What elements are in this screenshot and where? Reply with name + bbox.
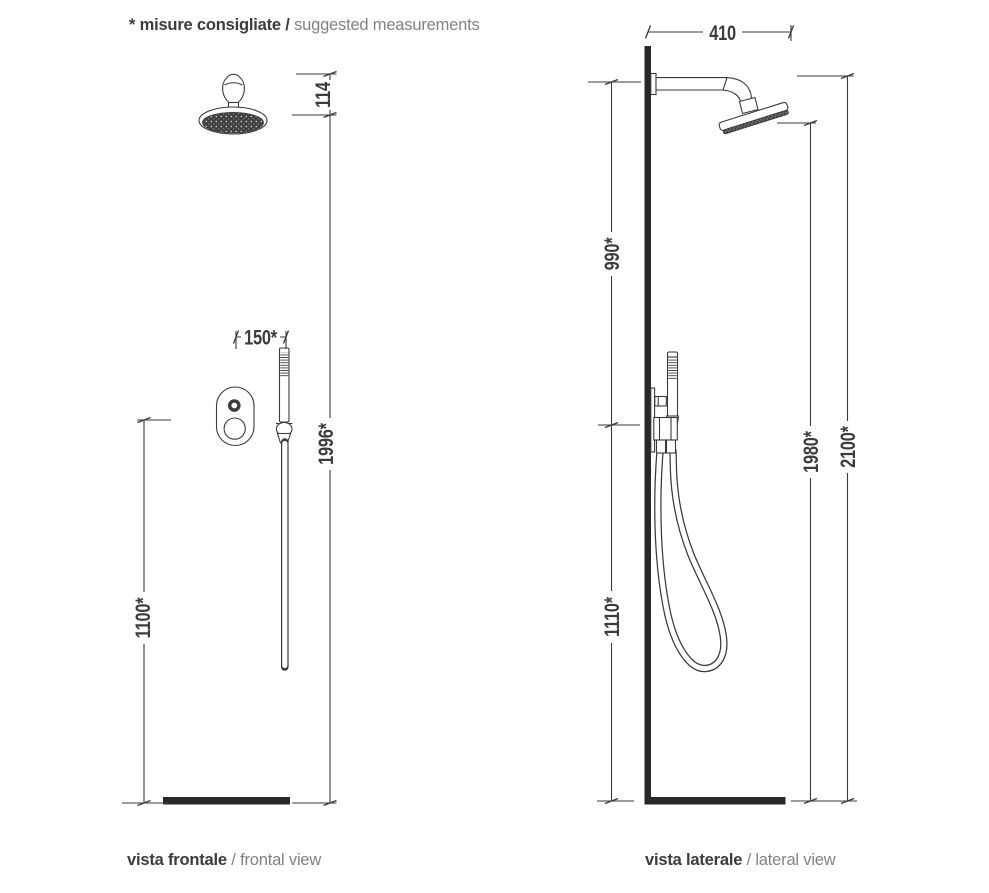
label-backing <box>312 80 333 110</box>
note-light-text: suggested measurements <box>294 16 480 34</box>
floor-lateral <box>644 797 786 805</box>
label-backing <box>601 232 622 276</box>
label-backing <box>241 328 280 346</box>
head-arm-seam <box>224 82 243 86</box>
lateral-caption-bold: vista laterale <box>645 851 743 869</box>
hose-outlet-1 <box>655 439 667 454</box>
mixer-handle-side <box>654 395 667 407</box>
hose-outlet-2 <box>665 439 677 454</box>
label-backing <box>703 24 742 41</box>
tick <box>803 119 818 127</box>
head-face-side <box>722 109 789 135</box>
dim-2100-label: 2100* <box>836 425 859 467</box>
mixer-lateral <box>650 387 678 454</box>
tick <box>787 25 795 39</box>
hand-shower-grip-front <box>280 352 289 377</box>
tick <box>323 70 337 78</box>
label-backing <box>837 421 858 473</box>
arm-joint-line <box>722 77 728 91</box>
dim-lateral-1980: 1980* <box>777 119 822 805</box>
head-arm-bulb <box>222 73 245 104</box>
dim-410-label: 410 <box>709 21 736 44</box>
label-backing <box>315 418 336 470</box>
frontal-caption-bold: vista frontale <box>127 851 227 869</box>
dim-lateral-left: 990* 1110* <box>588 78 641 805</box>
lateral-caption-light: / lateral view <box>746 851 836 869</box>
note-bold-text: * misure consigliate / <box>129 16 290 34</box>
dim-1100-label: 1100* <box>131 597 154 639</box>
hose-lateral-core <box>655 448 727 671</box>
dim-990-label: 990* <box>600 237 623 271</box>
arm-tube <box>655 77 753 105</box>
tick <box>137 799 151 807</box>
dim-150-label: 150* <box>244 325 278 348</box>
head-connector-nut <box>738 96 759 115</box>
hand-shower-front <box>275 347 293 444</box>
tick <box>282 330 290 344</box>
shower-arm-lateral <box>650 72 759 115</box>
rain-shower-head-lateral <box>718 101 789 135</box>
frontal-view: 114 1996* 1100* <box>122 70 337 807</box>
lateral-view: 410 990* 1110* <box>588 21 859 805</box>
mixer-body-side <box>653 416 678 441</box>
tick <box>323 799 337 807</box>
dim-1110-label: 1110* <box>600 596 623 637</box>
note-suggested-measurements: * misure consigliate / suggested measure… <box>129 16 480 35</box>
tick <box>137 416 151 424</box>
label-backing <box>132 592 153 644</box>
tick <box>604 421 619 429</box>
tick <box>604 797 619 805</box>
tick <box>232 330 240 344</box>
tick <box>840 72 855 80</box>
dim-front-left: 1100* <box>122 416 171 807</box>
dim-1996-label: 1996* <box>314 422 337 464</box>
tick <box>840 797 855 805</box>
head-nozzle-face <box>202 112 264 134</box>
frontal-view-caption: vista frontale / frontal view <box>127 851 321 870</box>
mixer-knob <box>223 417 246 440</box>
mixer-diverter-ring <box>227 399 241 412</box>
tick <box>644 25 652 39</box>
dim-front-right: 114 1996* <box>292 70 337 807</box>
label-backing <box>601 591 622 643</box>
dim-front-150: 150* <box>232 325 290 349</box>
dim-114-label: 114 <box>311 81 334 107</box>
mixer-plate-front <box>215 386 255 447</box>
label-backing <box>800 426 821 478</box>
dim-1980-label: 1980* <box>799 430 822 472</box>
rain-shower-head-front <box>198 73 268 135</box>
lateral-view-caption: vista laterale / lateral view <box>645 851 836 870</box>
frontal-caption-light: / frontal view <box>231 851 322 869</box>
floor-front <box>163 797 290 805</box>
tick <box>323 111 337 119</box>
dim-lateral-410: 410 <box>644 21 795 44</box>
tick <box>604 78 619 86</box>
arm-wall-flange <box>650 72 657 96</box>
dim-lateral-2100: 2100* <box>791 72 859 805</box>
wall-lateral <box>644 46 651 803</box>
hand-shower-grip-side <box>668 359 677 379</box>
